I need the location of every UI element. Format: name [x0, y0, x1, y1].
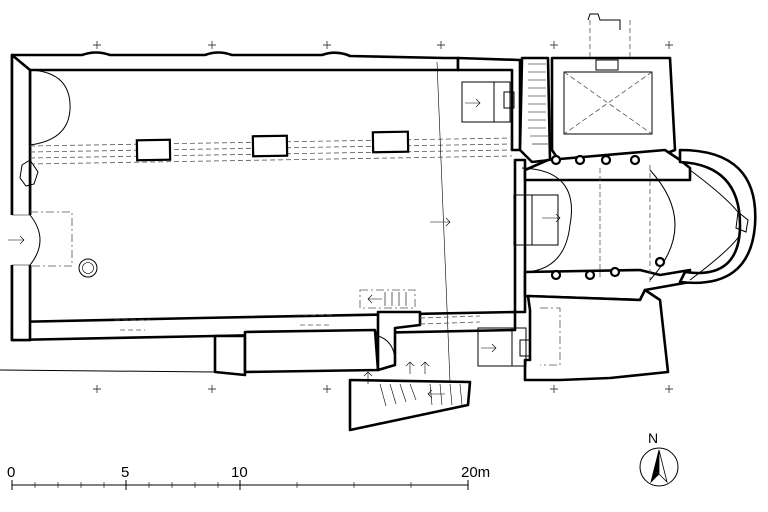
- west-door: [8, 211, 73, 267]
- north-label: N: [648, 430, 658, 446]
- north-arrow: N: [639, 430, 679, 487]
- south-porch: [213, 310, 472, 432]
- nave-arcade: [29, 130, 513, 165]
- scale-label-20m: 20m: [461, 464, 490, 481]
- scale-label-5: 5: [121, 464, 129, 481]
- south-rooms: [477, 288, 670, 382]
- west-niche: [29, 69, 71, 146]
- south-doorways: [115, 314, 481, 331]
- survey-grid-marks: [93, 41, 673, 393]
- scale-bar: 0 5 10 20m: [7, 464, 490, 490]
- north-staircase: [518, 56, 552, 164]
- north-chapel: [461, 81, 515, 123]
- nave-arrow: [430, 217, 451, 227]
- sanctuary: [513, 148, 692, 302]
- bell-tower: [550, 13, 677, 164]
- wall-pulpit: [19, 159, 39, 187]
- baptismal-font: [78, 258, 98, 278]
- scale-label-0: 0: [7, 464, 15, 481]
- ground-line: [0, 369, 216, 373]
- inner-stair: [359, 289, 416, 309]
- scale-label-10: 10: [231, 464, 248, 481]
- nave-walls: [10, 51, 527, 342]
- east-apse: [678, 148, 757, 285]
